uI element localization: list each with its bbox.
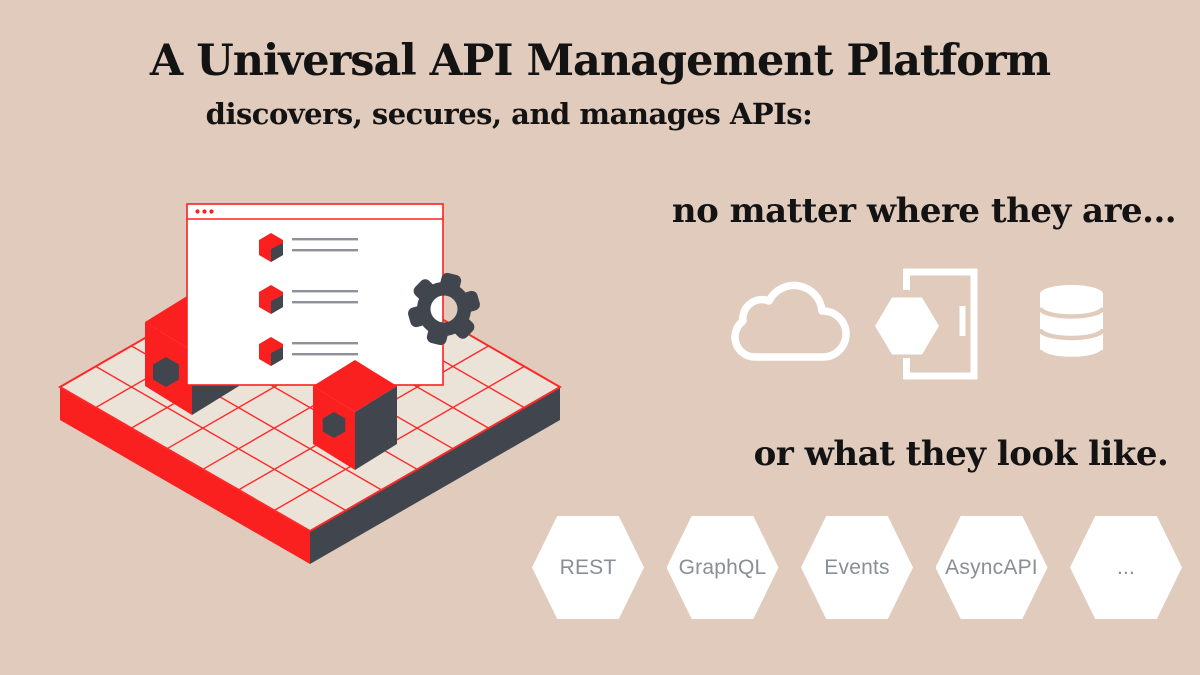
cloud-icon — [731, 281, 850, 361]
page-title: A Universal API Management Platform — [149, 36, 1051, 86]
location-icons — [731, 268, 1106, 380]
hexagon-more: ... — [1070, 516, 1182, 619]
cube-port-hole — [322, 412, 346, 438]
platform-left-face — [60, 387, 310, 564]
isometric-platform-illustration — [57, 203, 563, 564]
hexagon-label: ... — [1116, 555, 1136, 579]
api-list-item — [259, 337, 358, 366]
gateway-door-icon — [875, 268, 978, 380]
hexagon-graphql: GraphQL — [666, 516, 779, 619]
hexagon-label: Events — [824, 555, 890, 579]
hexagon-asyncapi: AsyncAPI — [935, 516, 1048, 619]
caption-no-matter-where: no matter where they are... — [671, 191, 1177, 231]
browser-window — [186, 203, 444, 386]
hexagon-label: REST — [559, 555, 617, 579]
api-type-hexagons: REST GraphQL Events AsyncAPI ... — [532, 516, 1182, 619]
platform-right-face — [310, 387, 560, 564]
gear-icon — [408, 272, 480, 346]
hexagon-events: Events — [801, 516, 913, 619]
hexagon-label: AsyncAPI — [945, 555, 1038, 579]
red-cube-right — [313, 360, 397, 470]
cube-port-hole — [153, 357, 179, 387]
window-dots-icon — [195, 209, 214, 214]
page-subtitle: discovers, secures, and manages APIs: — [205, 97, 813, 131]
api-list-item — [259, 285, 358, 314]
database-icon — [1037, 285, 1106, 362]
hexagon-rest: REST — [532, 516, 644, 619]
hexagon-label: GraphQL — [678, 555, 767, 579]
api-list-item — [259, 233, 358, 262]
caption-what-they-look-like: or what they look like. — [753, 434, 1169, 474]
